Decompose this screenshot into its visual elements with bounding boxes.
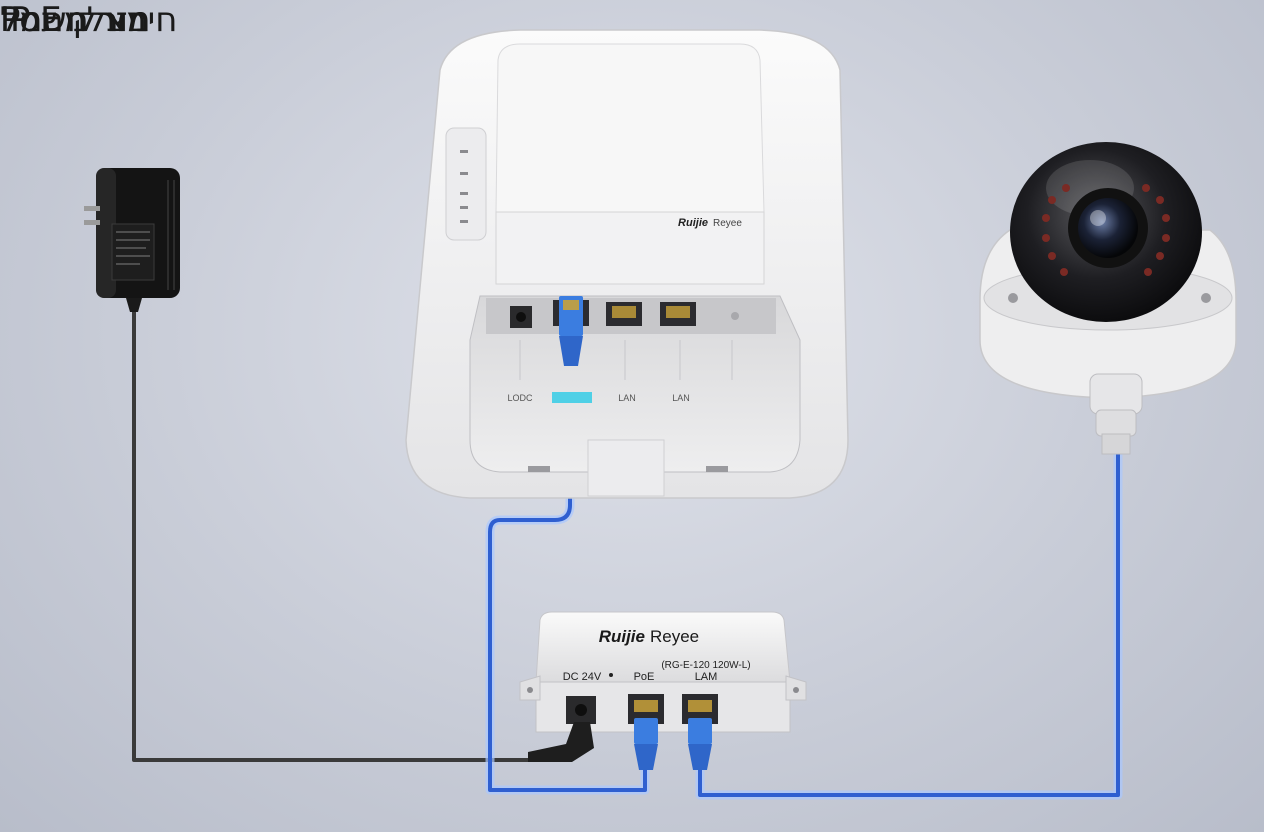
plug-pin-icon [84, 220, 100, 225]
injector-lan-label: LAM [695, 671, 718, 683]
plug-pin-icon [84, 206, 100, 211]
ap-port-label-3: LAN [618, 393, 636, 403]
ap-port-label-2-highlight [552, 392, 592, 403]
power-adapter [84, 168, 180, 312]
ap-port-label-1: LODC [507, 393, 533, 403]
ip-dome-camera [980, 142, 1236, 454]
injector-dc-label: DC 24V [563, 671, 602, 683]
injector-model: (RG-E-120 120W-L) [661, 660, 750, 671]
poe-injector: Ruijie Reyee (RG-E-120 120W-L) DC 24V Po… [520, 612, 806, 770]
ap-port-label-4: LAN [672, 393, 690, 403]
reset-hole-icon [731, 312, 739, 320]
outdoor-access-point: Ruijie Reyee LODC LAN LAN [406, 30, 848, 498]
injector-brand-main: Ruijie [599, 627, 645, 646]
ap-brand-sub: Reyee [713, 218, 742, 229]
ap-brand-main: Ruijie [678, 217, 708, 229]
injector-brand-sub: Reyee [650, 627, 699, 646]
injector-poe-label: PoE [634, 671, 655, 683]
